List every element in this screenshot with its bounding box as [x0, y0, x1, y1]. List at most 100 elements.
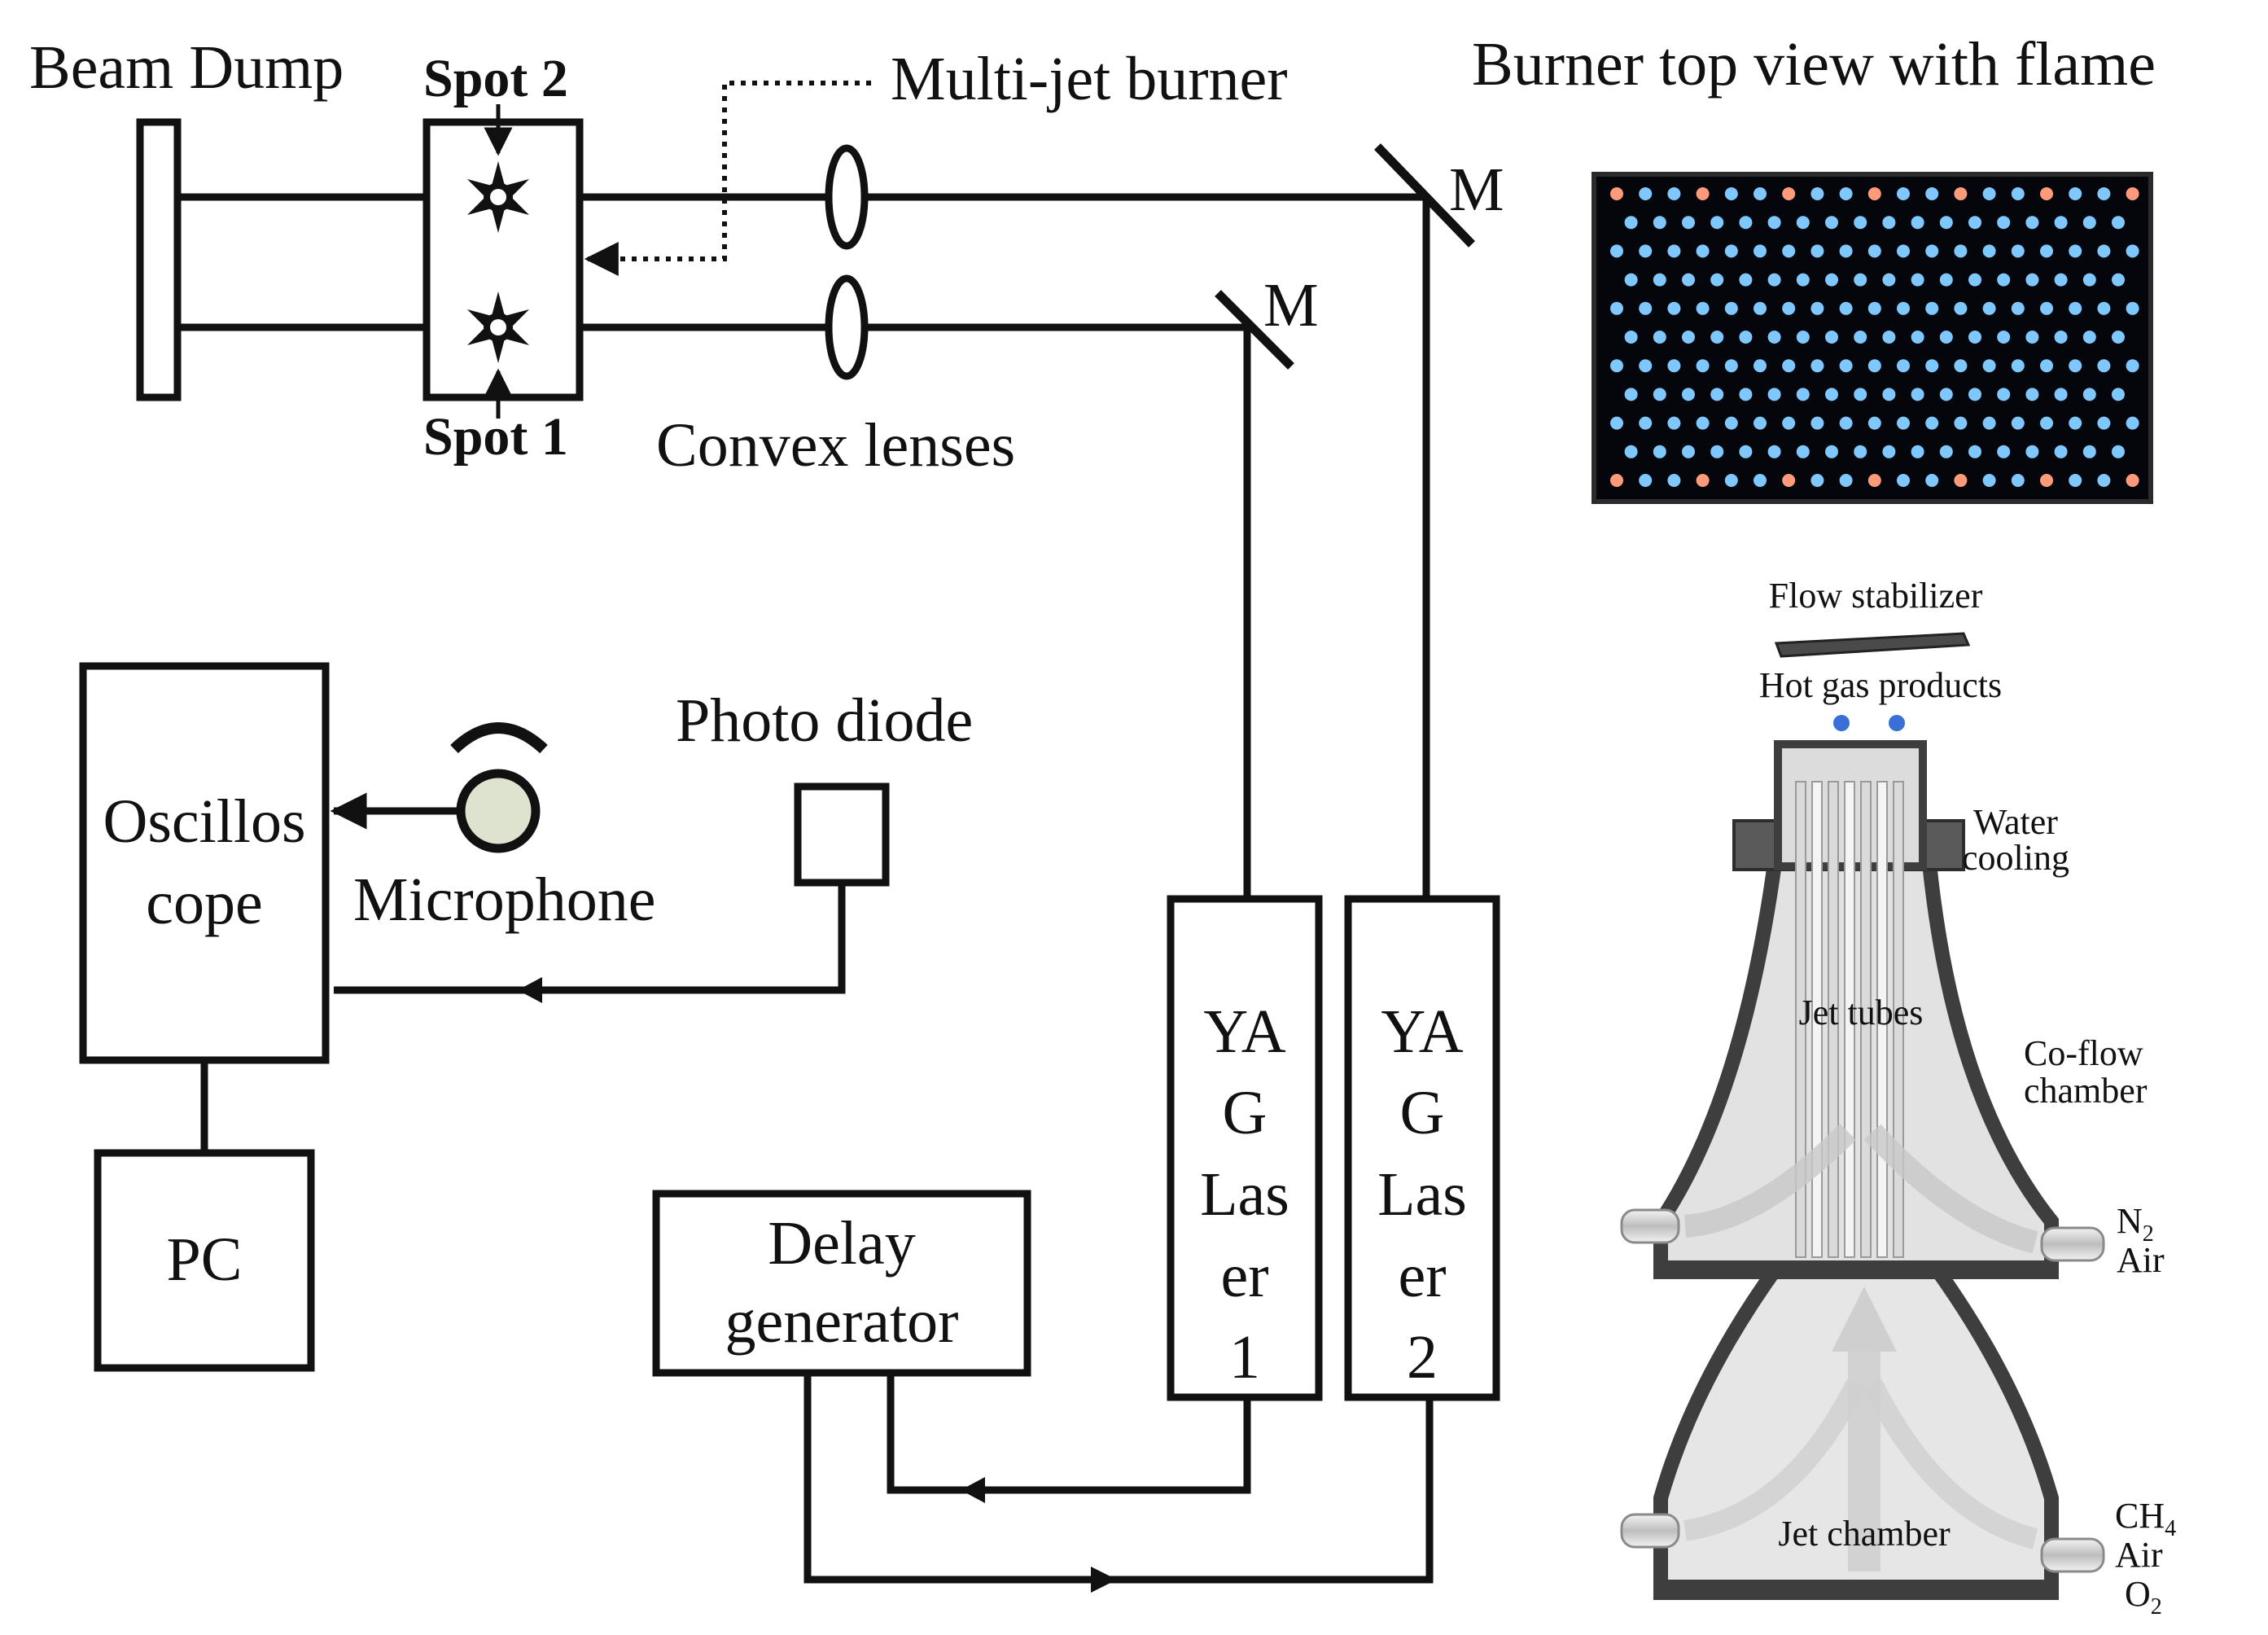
flame-jet-dot [1653, 445, 1666, 458]
burner-leader-dotted [584, 81, 871, 276]
flame-jet-dot [2040, 187, 2053, 200]
flame-jet-dot [1867, 416, 1881, 430]
burner-test-section [423, 118, 584, 401]
flame-jet-dot [1754, 301, 1767, 315]
flame-jet-dot [1954, 244, 1968, 258]
coflow-flow-arrow-left [1683, 1124, 1856, 1238]
flame-jet-dot [1867, 359, 1881, 373]
flame-jet-dot [1754, 244, 1767, 258]
flame-jet-dot [1710, 216, 1724, 230]
oscilloscope-label-line2: cope [146, 869, 262, 937]
spot-1-marker [467, 291, 529, 363]
jet-tube [1795, 781, 1806, 1258]
flame-jet-dot [2097, 474, 2111, 487]
flame-jet-dot [1897, 244, 1910, 258]
flame-jet-dot [2040, 416, 2053, 430]
flame-jet-dot [1782, 244, 1796, 258]
flame-jet-dot [1954, 301, 1968, 315]
flame-jet-dot [1839, 474, 1853, 487]
flame-jet-dot [1653, 388, 1666, 401]
mirror-lower-label: M [1263, 271, 1319, 340]
flame-jet-dot [1653, 216, 1666, 230]
flame-jet-dot [1710, 445, 1724, 458]
laser1Text-line: YA [1203, 997, 1285, 1066]
flame-jet-dot [1782, 359, 1796, 373]
flow-stabilizer-plate [1774, 632, 1971, 658]
photo-diode-signal-line [334, 883, 846, 994]
flame-jet-dot [1739, 273, 1753, 287]
flame-jet-dot [1911, 388, 1924, 401]
hot-gas-products-label: Hot gas products [1759, 665, 2002, 705]
convex-lenses-label: Convex lenses [656, 411, 1015, 480]
flame-jet-dot [2011, 474, 2025, 487]
flame-jet-dot [2082, 273, 2096, 287]
flame-jet-dot [1882, 331, 1896, 344]
flame-jet-dot [1854, 388, 1867, 401]
flame-jet-dot [1782, 416, 1796, 430]
optical-path: Beam Dump Spot 2 Spot 1 Multi-jet burner… [29, 33, 1504, 899]
flame-jet-dot [2112, 273, 2125, 287]
flame-jet-dot [1925, 244, 1939, 258]
flame-jet-dot [1954, 187, 1968, 200]
flame-jet-dot [1882, 216, 1896, 230]
flame-jet-dot [1867, 474, 1881, 487]
mirror-lower [1215, 290, 1294, 370]
flame-jet-dot [2011, 416, 2025, 430]
flame-jet-dot [2112, 331, 2125, 344]
pc-box [94, 1149, 315, 1372]
flame-jet-dot [1754, 416, 1767, 430]
jet-inlet-ch-label: CH4 [2115, 1496, 2176, 1541]
flame-jet-dot [1639, 244, 1653, 258]
flame-jet-dot [1624, 273, 1638, 287]
flame-jet-dot [1810, 187, 1824, 200]
flame-jet-dot [2069, 359, 2082, 373]
jet-inlet-pipe-right [2040, 1537, 2105, 1573]
flame-jet-dot [1982, 474, 1996, 487]
flame-jet-dot [2126, 244, 2139, 258]
jet-chamber-flow-arrowhead [1832, 1287, 1897, 1352]
flame-jet-dot [1968, 216, 1981, 230]
flame-jet-dot [1897, 359, 1910, 373]
beam-dump-label: Beam Dump [29, 33, 344, 102]
flame-jet-dot [2069, 474, 2082, 487]
flame-jet-dot [2040, 474, 2053, 487]
flame-jet-dot [1854, 273, 1867, 287]
flame-jet-dot [1724, 359, 1738, 373]
flame-jet-dot [1696, 187, 1710, 200]
flame-jet-dot [1867, 301, 1881, 315]
flame-jet-dot [1897, 474, 1910, 487]
flame-jet-dot [2025, 273, 2039, 287]
flame-jet-dot [2054, 216, 2068, 230]
flame-jet-dots [1610, 187, 2139, 487]
flame-jet-dot [2025, 388, 2039, 401]
flame-jet-dot [1739, 331, 1753, 344]
laser-2-trigger-arrow [1091, 1567, 1117, 1593]
laser-1-trigger-arrow [961, 1477, 985, 1503]
spot-1-label: Spot 1 [423, 407, 568, 467]
coflow-inlet-air-label: Air [2117, 1240, 2165, 1280]
flame-jet-dot [1939, 331, 1953, 344]
pc-label: PC [167, 1225, 243, 1294]
photo-diode-box [794, 782, 890, 887]
flame-jet-dot [1839, 244, 1853, 258]
flame-jet-dot [1724, 301, 1738, 315]
flame-jet-dot [1810, 474, 1824, 487]
flame-jet-dot [2040, 301, 2053, 315]
flame-jet-dot [1810, 416, 1824, 430]
flame-jet-dot [2054, 445, 2068, 458]
flame-jet-dot [1882, 273, 1896, 287]
photo-diode-signal-arrow [518, 977, 542, 1003]
flame-jet-dot [1624, 331, 1638, 344]
hot-gas-droplet-right [1889, 715, 1905, 731]
flame-jet-dot [1911, 331, 1924, 344]
burner-schematic: Flow stabilizer Hot gas products Water c… [1620, 576, 2176, 1620]
flame-jet-dot [1724, 474, 1738, 487]
jet-flow-right [1863, 1379, 2038, 1550]
flame-jet-dot [1724, 244, 1738, 258]
flame-jet-dot [2054, 273, 2068, 287]
flame-jet-dot [1882, 388, 1896, 401]
flame-jet-dot [1925, 359, 1939, 373]
flame-jet-dot [1610, 359, 1623, 373]
flame-jet-dot [2040, 359, 2053, 373]
